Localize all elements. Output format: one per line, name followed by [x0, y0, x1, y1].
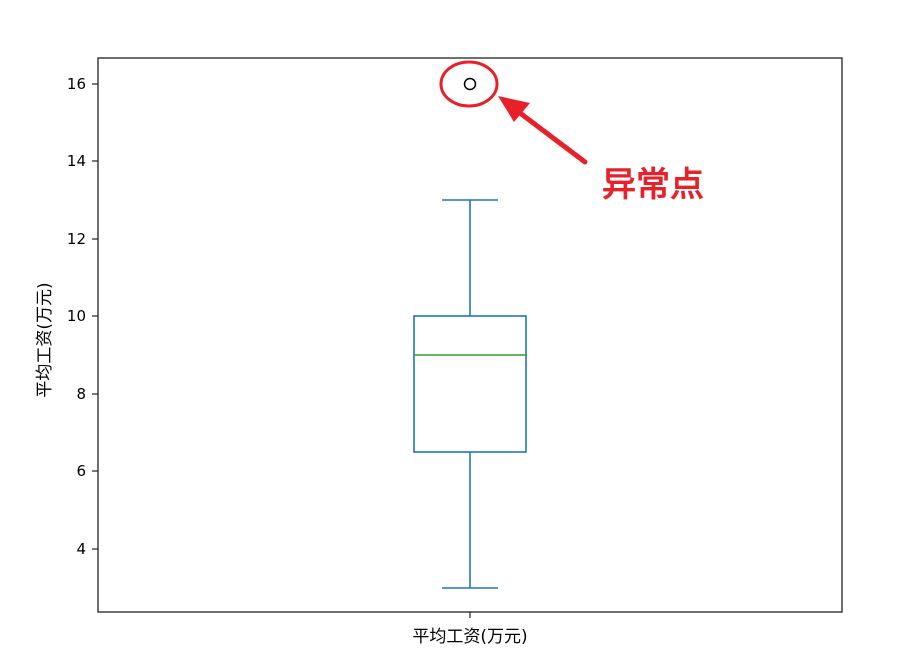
y-axis: 4 6 8 10 12 14 16: [67, 75, 98, 558]
outlier-annotation: 异常点: [439, 60, 706, 207]
y-tick-label: 8: [76, 385, 86, 403]
highlight-ellipse: [439, 60, 499, 108]
outlier-point: [463, 77, 477, 91]
arrow-shaft: [517, 110, 588, 165]
y-axis-label: 平均工资(万元): [35, 282, 55, 397]
x-tick-label: 平均工资(万元): [412, 627, 527, 647]
y-tick-label: 16: [67, 75, 86, 93]
arrow-head-icon: [498, 96, 530, 122]
y-tick-label: 10: [67, 307, 86, 325]
y-tick-label: 4: [76, 540, 86, 558]
y-tick-label: 6: [76, 462, 86, 480]
y-tick-label: 12: [67, 230, 86, 248]
iqr-box: [413, 315, 527, 453]
annotation-label: 异常点: [602, 165, 704, 205]
y-tick-label: 14: [67, 152, 86, 170]
box-series: [413, 77, 527, 589]
